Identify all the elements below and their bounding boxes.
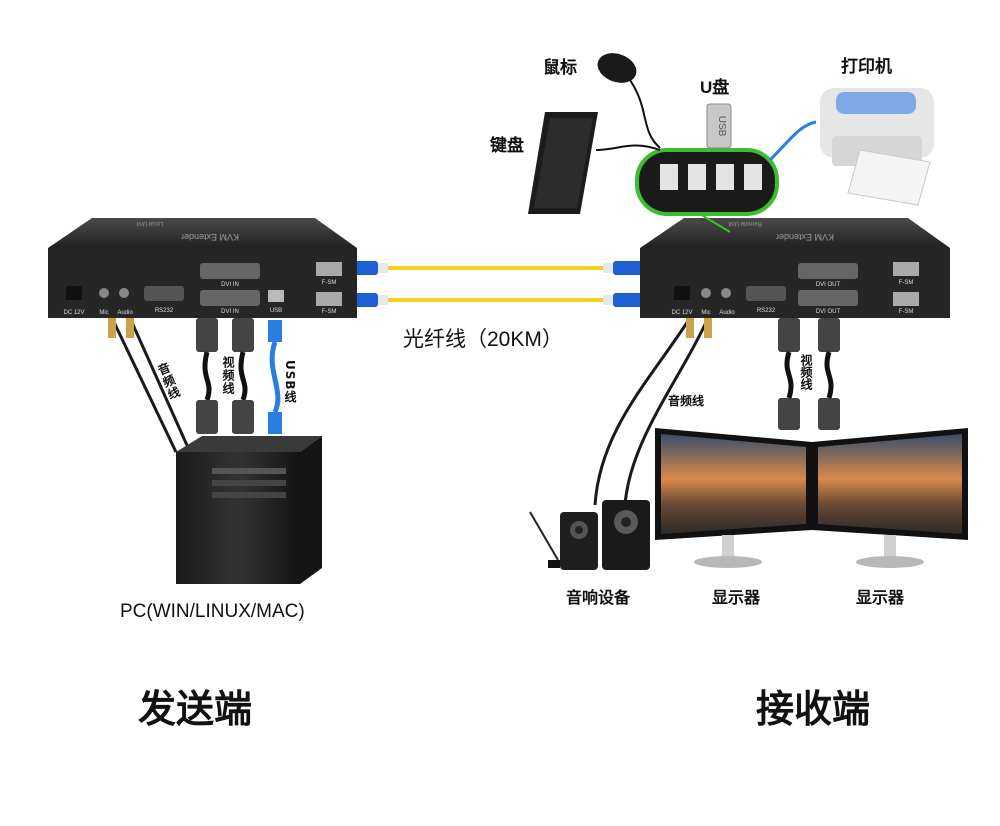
sender-device-title: KVM Extender bbox=[181, 232, 239, 242]
receiver-device-title: KVM Extender bbox=[776, 232, 834, 242]
keyboard bbox=[528, 112, 661, 214]
receiver-port-audio: Audio bbox=[719, 310, 735, 316]
sender-usb-cable-label: USB线 bbox=[283, 360, 297, 404]
sender-kvm-unit: KVM Extender Local Unit DC 12V Mic Audio… bbox=[48, 218, 357, 318]
usb-drive-label: U盘 bbox=[700, 77, 729, 97]
monitor-label-1: 显示器 bbox=[712, 589, 761, 607]
usb-hub bbox=[635, 148, 779, 233]
sender-side-label: 发送端 bbox=[138, 689, 252, 731]
receiver-port-fsm-2: F-SM bbox=[899, 309, 914, 315]
sender-device-subtitle: Local Unit bbox=[136, 220, 163, 226]
fiber-label: 光纤线（20KM） bbox=[403, 328, 563, 351]
printer bbox=[768, 88, 934, 206]
receiver-dvi-cables bbox=[778, 318, 840, 430]
fiber-cable-top bbox=[348, 261, 643, 275]
receiver-audio-cables bbox=[593, 317, 712, 506]
monitor-label-2: 显示器 bbox=[856, 589, 905, 607]
receiver-audio-cable-label: 音频线 bbox=[668, 393, 704, 408]
sender-port-fsm-2: F-SM bbox=[322, 309, 337, 315]
keyboard-label: 键盘 bbox=[490, 135, 524, 155]
receiver-port-mic: Mic bbox=[701, 310, 710, 316]
mouse-label: 鼠标 bbox=[543, 57, 577, 77]
sender-port-rs232: RS232 bbox=[155, 308, 174, 314]
pc-label: PC(WIN/LINUX/MAC) bbox=[120, 601, 305, 622]
usb-drive: USB bbox=[706, 103, 732, 149]
sender-port-mic: Mic bbox=[99, 310, 108, 316]
pc-tower bbox=[176, 436, 322, 584]
sender-port-fsm-1: F-SM bbox=[322, 280, 337, 286]
receiver-port-dvi-1: DVI OUT bbox=[816, 282, 841, 288]
receiver-port-rs232: RS232 bbox=[757, 308, 776, 314]
receiver-port-dc: DC 12V bbox=[671, 310, 692, 316]
sender-usb-cable bbox=[268, 320, 282, 434]
sender-port-dvi-2: DVI IN bbox=[221, 309, 239, 315]
receiver-side-label: 接收端 bbox=[756, 689, 870, 731]
speaker-label: 音响设备 bbox=[566, 588, 631, 607]
receiver-kvm-unit: KVM Extender Remote Unit DC 12V Mic Audi… bbox=[640, 218, 950, 318]
sender-video-cable-label: 视频线 bbox=[221, 355, 235, 395]
printer-label: 打印机 bbox=[841, 56, 892, 76]
sender-dvi-cables bbox=[196, 318, 254, 434]
speakers bbox=[529, 500, 650, 570]
sender-port-audio: Audio bbox=[117, 310, 133, 316]
receiver-device-subtitle: Remote Unit bbox=[728, 220, 762, 226]
receiver-video-cable-label: 视频线 bbox=[799, 353, 813, 391]
sender-port-usb: USB bbox=[270, 308, 282, 314]
fiber-cable-bottom bbox=[348, 293, 643, 307]
monitor-right bbox=[812, 428, 968, 568]
sender-port-dc: DC 12V bbox=[63, 310, 84, 316]
receiver-port-fsm-1: F-SM bbox=[899, 280, 914, 286]
receiver-port-dvi-2: DVI OUT bbox=[816, 309, 841, 315]
sender-port-dvi-1: DVI IN bbox=[221, 282, 239, 288]
monitor-left bbox=[655, 428, 812, 568]
sender-audio-cables bbox=[108, 317, 192, 453]
usb-drive-text: USB bbox=[716, 116, 727, 137]
mouse bbox=[597, 53, 661, 149]
